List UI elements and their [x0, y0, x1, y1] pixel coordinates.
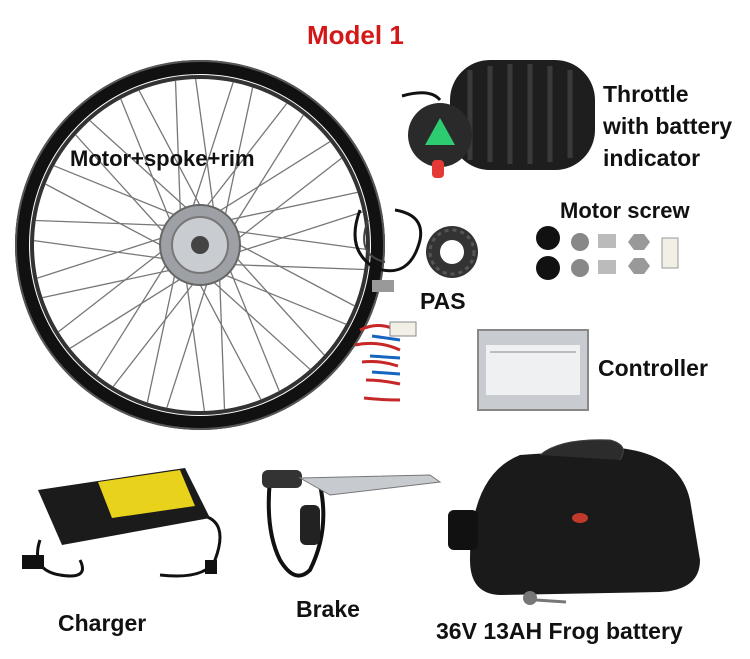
wheel-spoke: [204, 274, 311, 370]
wheel-spoke: [219, 191, 358, 223]
label-controller: Controller: [598, 355, 708, 381]
pas-sensor-icon: [353, 208, 478, 292]
wheel-spoke: [146, 264, 178, 403]
wheel-spoke: [53, 165, 186, 220]
label-throttle-line3: indicator: [603, 145, 701, 171]
wheel-spoke: [229, 157, 342, 246]
wheel-spoke: [33, 239, 175, 261]
wheel-spoke: [75, 134, 171, 241]
wheel-spoke: [184, 270, 206, 412]
label-battery: 36V 13AH Frog battery: [436, 618, 683, 644]
wheel-spoke: [214, 270, 347, 325]
wheel-spoke: [174, 80, 182, 223]
label-charger: Charger: [58, 610, 147, 636]
wheel-spoke: [89, 120, 196, 216]
label-wheel: Motor+spoke+rim: [70, 146, 255, 171]
wheel-spoke: [222, 87, 254, 226]
throttle-grip-icon: [401, 60, 595, 178]
wheel-spoke: [227, 114, 304, 236]
wheel-icon: [15, 60, 385, 430]
wheel-spoke: [194, 78, 216, 220]
motor-screw-icon: [536, 226, 679, 280]
charger-icon: [22, 468, 222, 578]
wheel-spoke: [120, 98, 175, 231]
wheel-spoke: [225, 229, 367, 251]
label-throttle-line2: with battery: [603, 113, 733, 139]
label-pas: PAS: [420, 288, 466, 314]
wheel-spoke: [35, 219, 178, 227]
wheel-spoke: [218, 267, 226, 410]
label-motor-screw: Motor screw: [560, 198, 690, 223]
brake-lever-icon: [262, 470, 442, 578]
wheel-spoke: [194, 274, 262, 400]
wheel-spoke: [37, 234, 173, 279]
wheel-spoke: [229, 249, 325, 356]
label-brake: Brake: [296, 596, 360, 622]
wheel-spoke: [199, 103, 288, 216]
wheel-spoke: [189, 82, 234, 218]
wheel-spoke: [58, 244, 171, 333]
wheel-spoke: [209, 141, 331, 218]
wheel-spoke: [69, 272, 191, 349]
wheel-spoke: [227, 211, 363, 256]
wheel-spoke: [222, 263, 365, 271]
wheel-spoke: [229, 239, 355, 307]
wheel-spoke: [225, 259, 280, 392]
controller-box-icon: [354, 321, 589, 411]
wheel-spoke: [112, 274, 201, 387]
wheel-spoke: [45, 183, 171, 251]
label-throttle-line1: Throttle: [603, 81, 689, 107]
frog-battery-icon: [448, 439, 700, 605]
page-title: Model 1: [307, 20, 404, 50]
wheel-spoke: [42, 267, 181, 299]
wheel-spoke: [96, 254, 173, 376]
wheel-spoke: [166, 272, 211, 408]
wheel-spoke: [138, 90, 206, 216]
